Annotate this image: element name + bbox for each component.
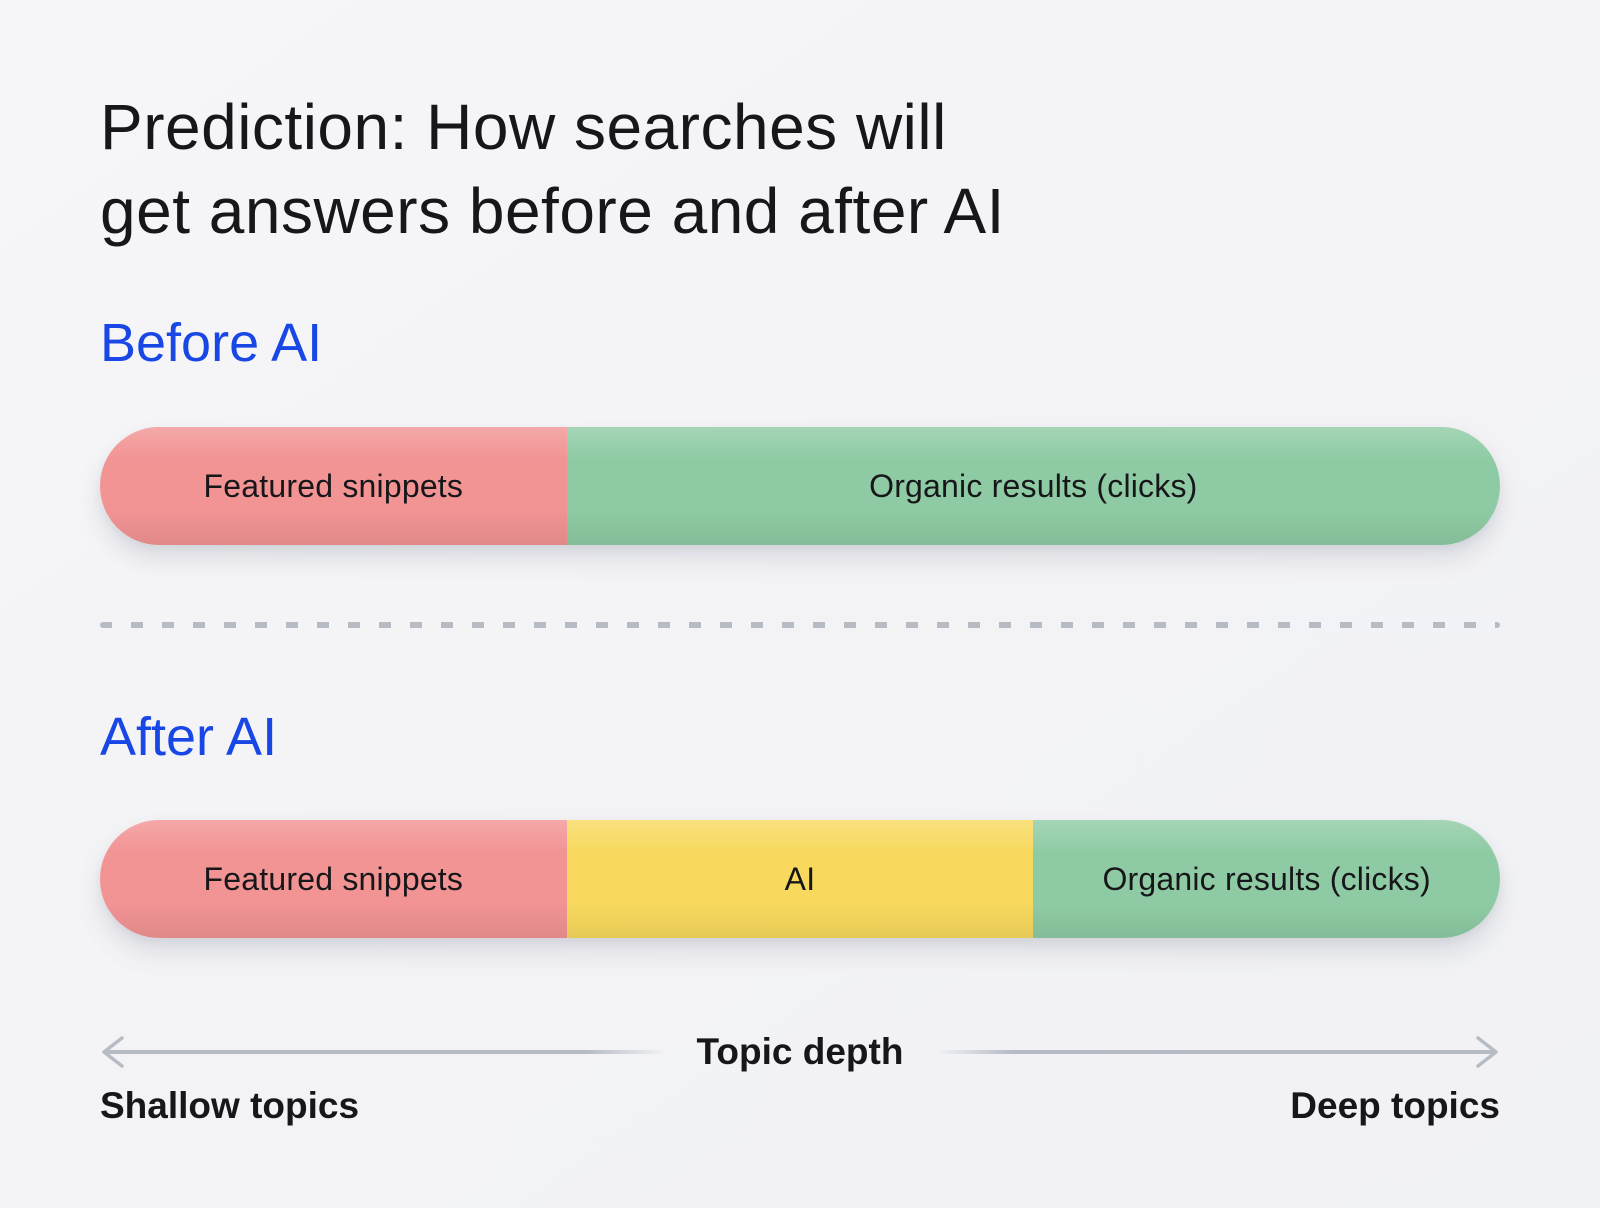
segment-label: Featured snippets [203, 467, 464, 504]
deep-topics-label: Deep topics [1290, 1085, 1500, 1126]
before-ai-heading: Before AI [100, 313, 323, 373]
before-organic-results-segment: Organic results (clicks) [566, 427, 1500, 545]
segment-label: AI [784, 860, 816, 897]
before-ai-bar: Featured snippets Organic results (click… [100, 427, 1500, 545]
after-ai-bar: Featured snippets AI Organic results (cl… [100, 820, 1500, 938]
axis-end-labels: Shallow topics Deep topics [100, 1085, 1500, 1127]
after-featured-snippets-segment: Featured snippets [100, 820, 567, 938]
after-ai-segment: AI [566, 820, 1034, 938]
before-featured-snippets-segment: Featured snippets [100, 427, 567, 545]
page-title: Prediction: How searches will get answer… [100, 85, 1005, 253]
topic-depth-axis: Topic depth [100, 1030, 1500, 1074]
after-organic-results-segment: Organic results (clicks) [1033, 820, 1500, 938]
segment-label: Organic results (clicks) [1102, 860, 1431, 897]
axis-line-right [935, 1050, 1496, 1054]
page-title-line-2: get answers before and after AI [100, 175, 1005, 247]
arrow-right-icon [1476, 1036, 1498, 1068]
shallow-topics-label: Shallow topics [100, 1085, 360, 1126]
dashed-divider [100, 622, 1500, 628]
page-title-line-1: Prediction: How searches will [100, 91, 947, 163]
segment-label: Organic results (clicks) [869, 467, 1198, 504]
axis-line-left [104, 1050, 665, 1054]
axis-title: Topic depth [696, 1031, 904, 1072]
after-ai-heading: After AI [100, 707, 278, 767]
segment-label: Featured snippets [203, 860, 464, 897]
